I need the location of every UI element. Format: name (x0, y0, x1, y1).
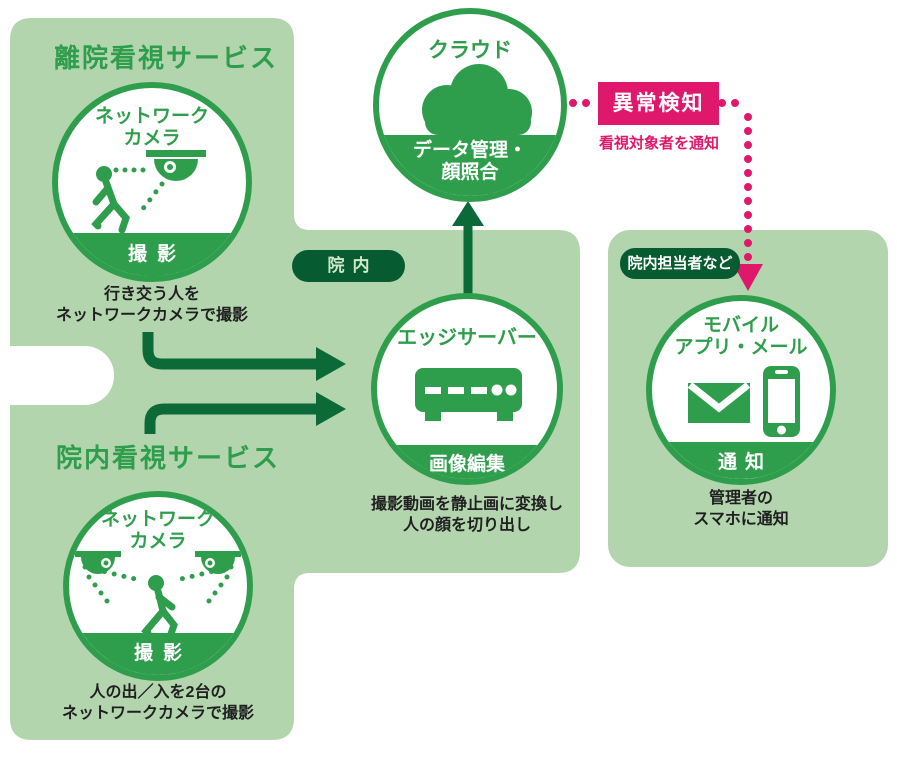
circle-band-label: 撮影 (58, 233, 246, 276)
walking-person-icon (141, 587, 178, 641)
left-panel-notch (0, 346, 114, 405)
dotted-arrow-cloud-to-mobile (569, 99, 752, 266)
circle-band-label: 撮影 (69, 633, 247, 675)
network-camera-circle-inpatient: ネットワーク カメラ (63, 491, 253, 681)
cloud-icon (422, 64, 532, 135)
alert-caption: 看視対象者を通知 (598, 135, 719, 152)
circle-title: ネットワーク カメラ (94, 106, 209, 149)
circle-band-label: 通知 (652, 442, 830, 479)
edge-server-circle: エッジサーバー 画像編集 (371, 293, 563, 485)
circle-title: クラウド (428, 39, 512, 62)
inpatient-panel-title: 院内看視サービス (56, 443, 281, 473)
edge-server-icon (415, 368, 522, 421)
alert-badge: 異常検知 (598, 82, 719, 125)
circle-band-label: 画像編集 (377, 445, 557, 479)
arrow-inpatient-to-edge (144, 392, 346, 434)
edge-server-caption: 撮影動画を静止画に変換し 人の顔を切り出し (370, 496, 563, 534)
circle-band-label: データ管理・ 顔照合 (379, 135, 561, 196)
outpatient-panel-title: 離院看視サービス (54, 43, 279, 73)
cloud-circle: クラウド データ管理・ 顔照合 (373, 8, 567, 202)
inpatient-caption: 人の出／入を2台の ネットワークカメラで撮影 (61, 684, 254, 722)
staff-area-badge: 院内担当者など (620, 248, 740, 279)
mail-and-phone-icons (687, 366, 800, 437)
hospital-area-badge: 院内 (292, 250, 405, 282)
dotted-arrowhead (733, 264, 763, 291)
circle-title: エッジサーバー (397, 327, 537, 349)
ceiling-camera-icon (91, 150, 206, 234)
walking-person-icon (91, 178, 130, 234)
mobile-app-mail-circle: モバイル アプリ・メール 通知 (646, 295, 836, 485)
mobile-caption: 管理者の スマホに通知 (693, 490, 789, 528)
arrow-edge-to-cloud (452, 201, 484, 296)
mail-envelope-icon (687, 382, 751, 423)
arrow-outpatient-to-edge (142, 332, 346, 381)
smartphone-icon (763, 366, 800, 437)
circle-title: モバイル アプリ・メール (674, 315, 808, 358)
outpatient-caption: 行き交う人を ネットワークカメラで撮影 (55, 286, 248, 324)
network-camera-circle-outpatient: ネットワーク カメラ 撮影 (52, 82, 252, 282)
circle-title: ネットワーク カメラ (100, 509, 215, 552)
